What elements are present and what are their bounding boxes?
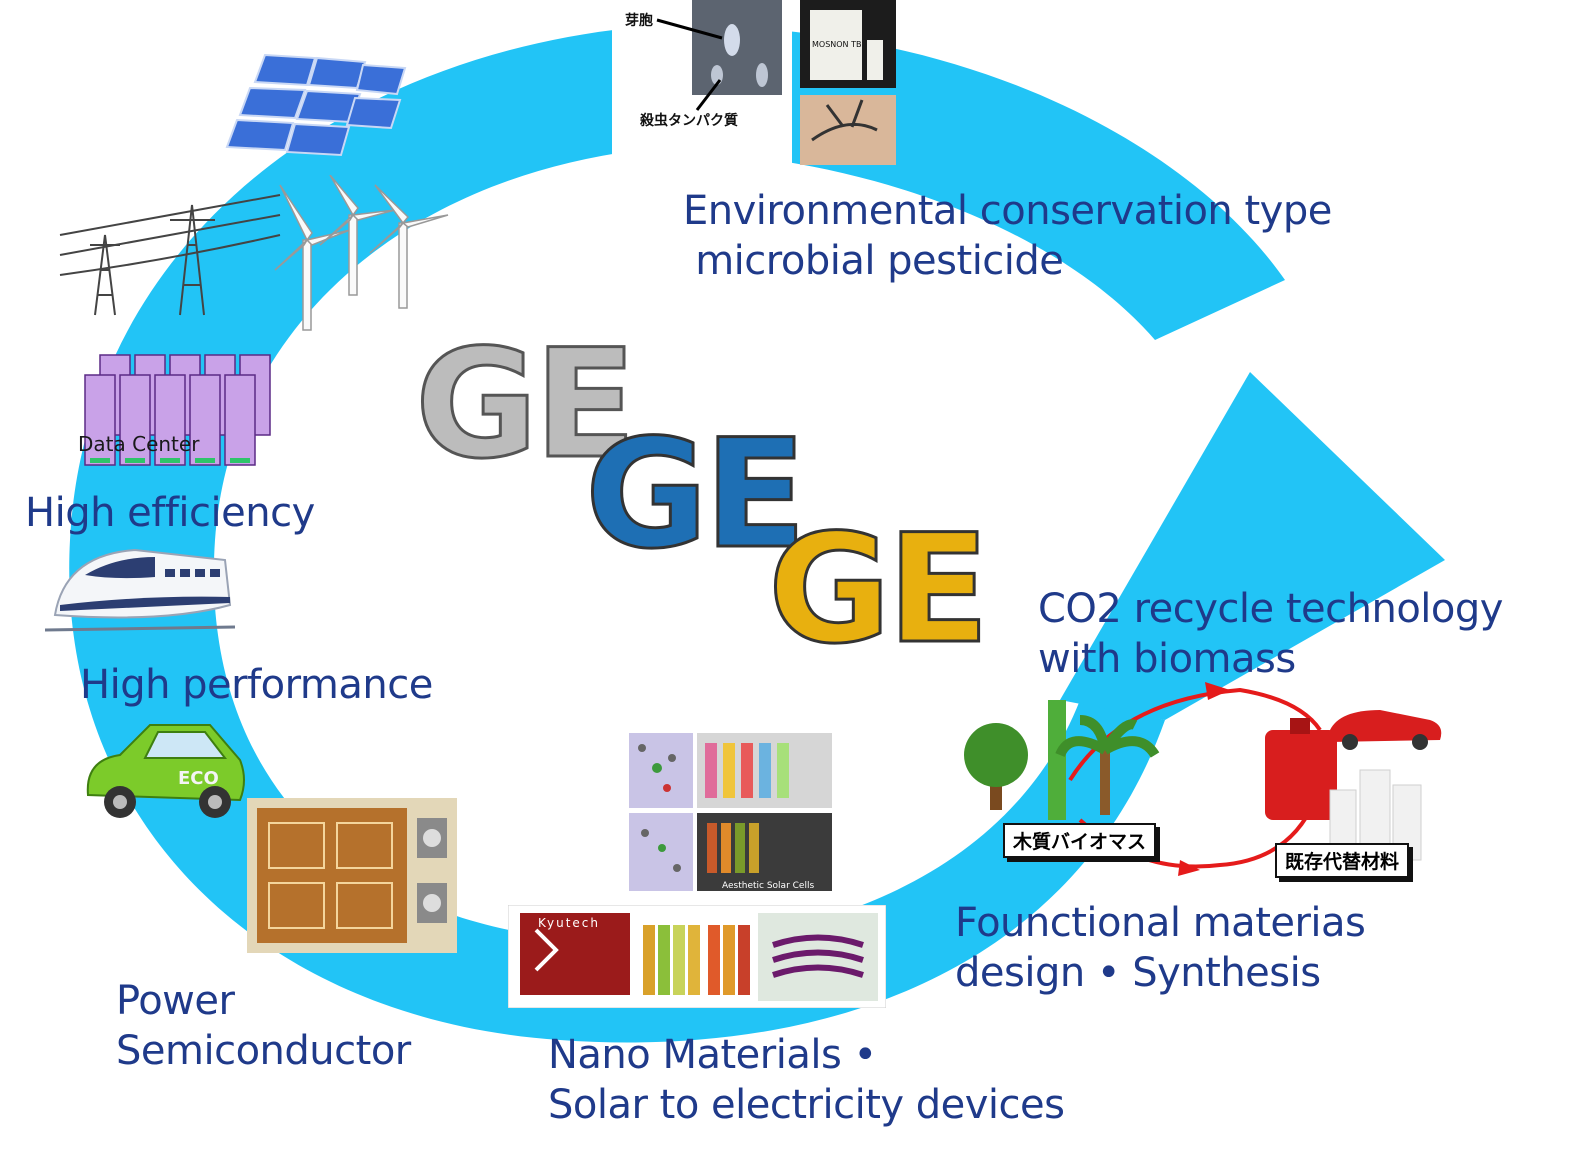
pesticide-label-line2: microbial pesticide bbox=[683, 238, 1064, 284]
aesthetic-solar-label: Aesthetic Solar Cells bbox=[722, 881, 815, 891]
pesticide-photos bbox=[612, 0, 896, 170]
kyutech-label: Kyutech bbox=[538, 916, 600, 930]
power-label-line1: Power bbox=[116, 978, 235, 1024]
power-module-photo bbox=[247, 798, 457, 953]
wood-biomass-tag: 木質バイオマス bbox=[1003, 823, 1157, 858]
nano-label-line1: Nano Materials • bbox=[548, 1032, 877, 1078]
molecule-photo bbox=[627, 728, 834, 893]
data-center-label: Data Center bbox=[78, 432, 200, 456]
cycle-upper-arc bbox=[630, 26, 1285, 340]
high-performance-label: High performance bbox=[80, 662, 433, 708]
solar-cells-photo bbox=[508, 905, 886, 1008]
cycle-arrow-head bbox=[1060, 372, 1445, 720]
functional-label-line1: Founctional materias bbox=[955, 900, 1366, 946]
eco-car-icon bbox=[86, 724, 245, 818]
bullet-train-icon bbox=[45, 548, 235, 632]
eco-car-text: ECO bbox=[178, 768, 219, 789]
existing-material-tag: 既存代替材料 bbox=[1275, 843, 1410, 878]
ge-logo-bottom: GE bbox=[767, 503, 992, 677]
sports-car-icon bbox=[1330, 710, 1442, 750]
tree-icon bbox=[964, 700, 1160, 820]
ge-logo-middle: GE bbox=[584, 408, 809, 582]
nano-label-line2: Solar to electricity devices bbox=[548, 1082, 1065, 1128]
insecticidal-protein-label: 殺虫タンパク質 bbox=[640, 113, 738, 129]
pesticide-label-line1: Environmental conservation type bbox=[683, 188, 1332, 234]
wind-turbine-icon bbox=[274, 175, 449, 331]
product-label: MOSNON TB bbox=[812, 40, 862, 49]
functional-label-line2: design • Synthesis bbox=[955, 950, 1321, 996]
high-efficiency-label: High efficiency bbox=[25, 490, 315, 536]
solar-panel-icon bbox=[225, 53, 407, 157]
power-tower-icon bbox=[59, 194, 281, 316]
mosquito-photo bbox=[800, 95, 896, 165]
fuel-tank-icon bbox=[1265, 718, 1337, 820]
data-center-icon bbox=[84, 354, 271, 466]
ge-logo-top: GE bbox=[414, 318, 639, 492]
co2-label-line1: CO2 recycle technology bbox=[1038, 586, 1503, 632]
spore-label: 芽胞 bbox=[625, 13, 653, 29]
co2-label-line2: with biomass bbox=[1038, 636, 1296, 682]
power-label-line2: Semiconductor bbox=[116, 1028, 411, 1074]
power-and-wind bbox=[59, 175, 449, 331]
